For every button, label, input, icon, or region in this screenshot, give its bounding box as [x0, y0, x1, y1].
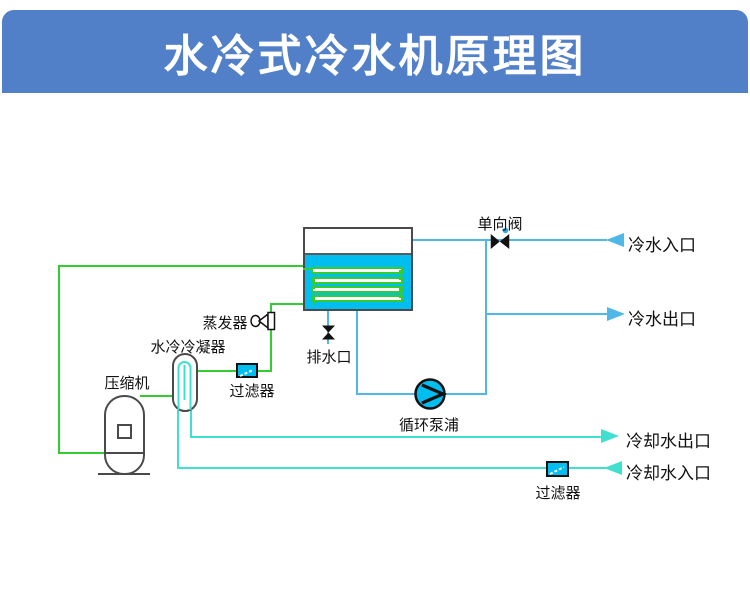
label-cooling-water-inlet: 冷却水入口: [626, 464, 711, 483]
cooling-water-pipe: [190, 436, 602, 438]
label-compressor: 压缩机: [104, 376, 150, 392]
refrigerant-pipe: [58, 265, 305, 267]
label-cold-water-outlet: 冷水出口: [628, 310, 696, 329]
coil-connector: [303, 268, 313, 270]
expansion-valve-icon: [250, 311, 276, 331]
evaporator-coil: [311, 277, 403, 284]
coil-connector: [399, 270, 401, 280]
drain-valve-icon: [322, 325, 335, 340]
evaporator-coil: [311, 286, 403, 293]
chilled-water-pipe: [356, 311, 358, 395]
compressor-port: [117, 424, 132, 439]
refrigerant-pipe: [255, 370, 272, 372]
pump-icon: [414, 378, 447, 410]
cooling-water-pipe: [177, 410, 179, 469]
coil-connector: [313, 297, 315, 305]
evaporator-coil: [311, 267, 403, 274]
label-condenser: 水冷冷凝器: [150, 340, 226, 356]
label-pump: 循环泵浦: [399, 418, 460, 434]
label-cooling-water-outlet: 冷却水出口: [626, 432, 711, 451]
label-cold-water-inlet: 冷水入口: [628, 236, 696, 255]
label-check-valve: 单向阀: [477, 217, 523, 233]
compressor-baseline: [105, 452, 144, 454]
arrow-right-icon: [601, 429, 619, 443]
cooling-water-pipe: [190, 410, 192, 437]
arrow-right-icon: [607, 307, 625, 321]
refrigerant-pipe: [270, 303, 303, 305]
coil-connector: [313, 279, 315, 289]
label-drain-outlet: 排水口: [306, 350, 352, 366]
condenser: [172, 353, 198, 412]
arrow-left-icon: [606, 233, 624, 247]
label-filter-mid: 过滤器: [229, 384, 275, 400]
refrigerant-pipe: [58, 265, 60, 454]
filter-icon: [236, 363, 258, 378]
header-banner: 水冷式冷水机原理图: [2, 10, 748, 93]
refrigerant-pipe: [58, 452, 106, 454]
arrow-left-icon: [604, 461, 622, 475]
cooling-water-pipe: [177, 467, 606, 469]
label-filter-bottom: 过滤器: [535, 486, 581, 502]
page-title: 水冷式冷水机原理图: [163, 31, 587, 81]
refrigerant-pipe: [140, 395, 174, 397]
filter-icon: [546, 461, 569, 477]
chilled-water-pipe: [486, 313, 607, 315]
evaporator-coil: [311, 295, 403, 302]
label-evaporator: 蒸发器: [202, 316, 248, 332]
ground-line: [98, 473, 150, 475]
check-valve-icon: [490, 227, 510, 249]
refrigerant-pipe: [196, 370, 238, 372]
condenser-tube: [177, 361, 192, 410]
refrigerant-pipe: [270, 304, 272, 372]
chilled-water-pipe: [485, 239, 487, 395]
chilled-water-pipe: [413, 239, 607, 241]
coil-connector: [399, 288, 401, 298]
